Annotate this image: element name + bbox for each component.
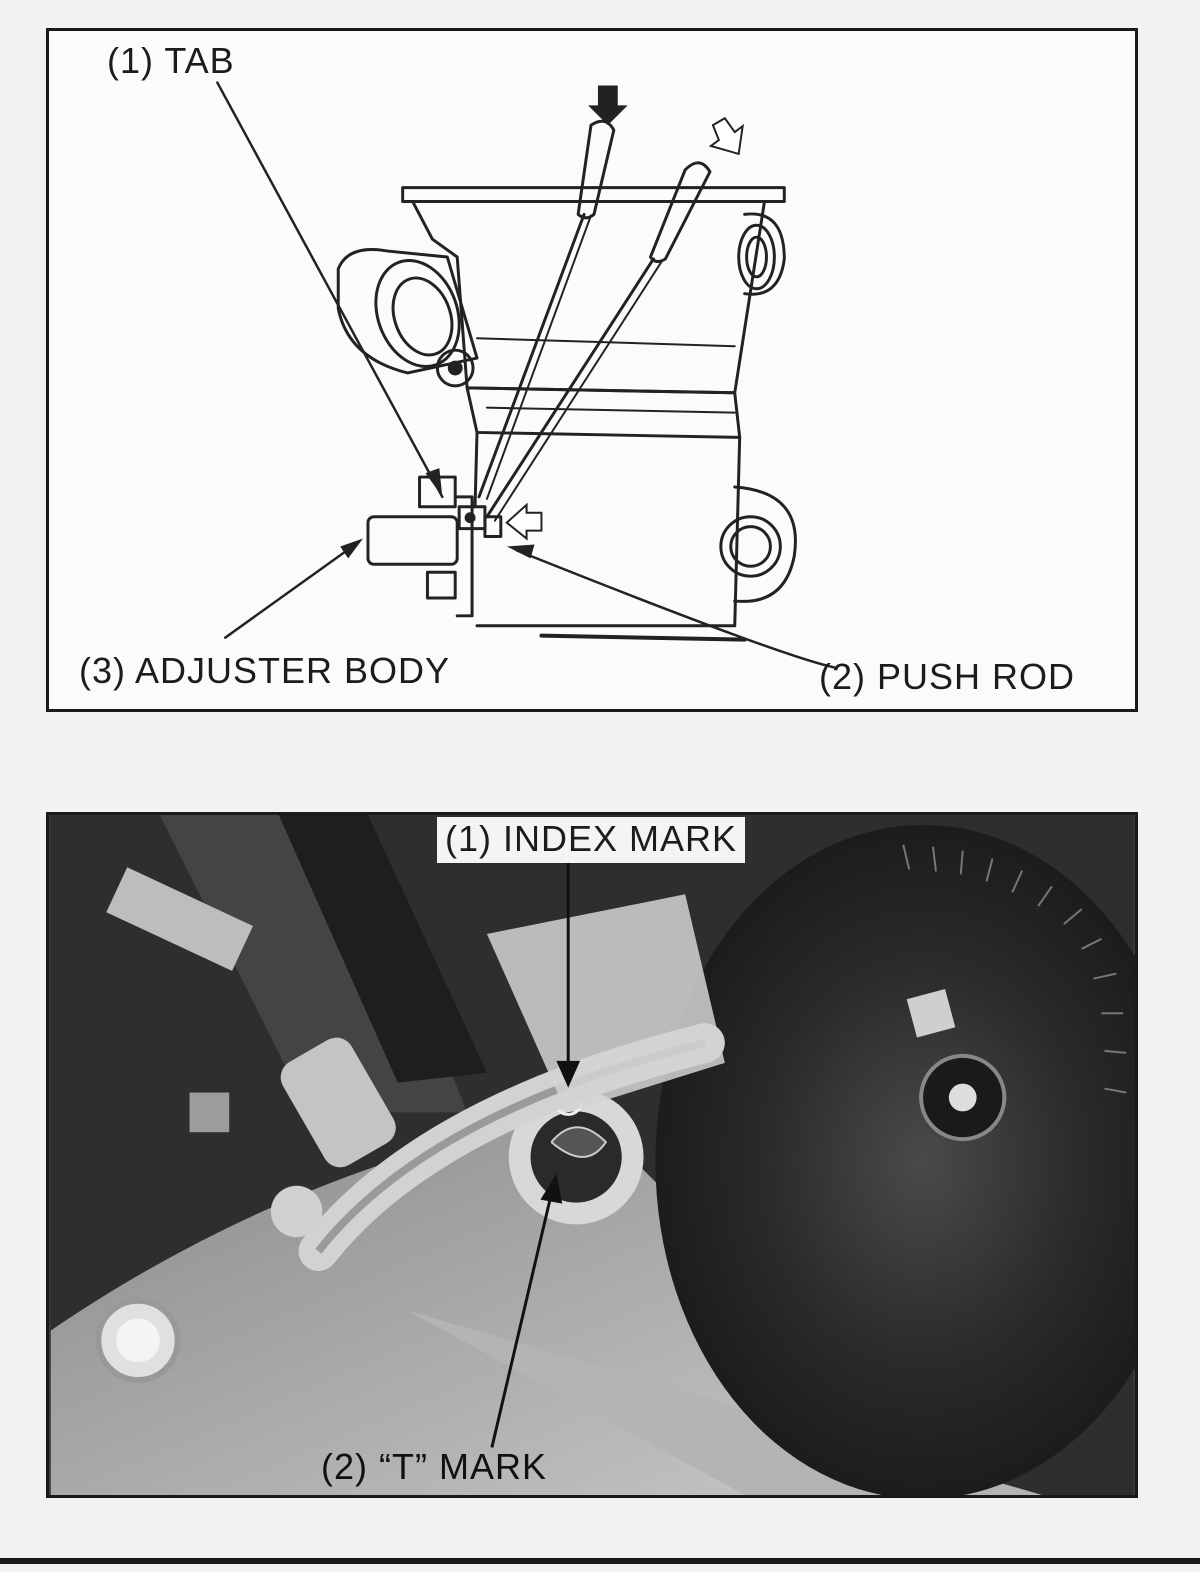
leader-push-rod xyxy=(515,549,836,669)
leader-tab xyxy=(216,81,444,499)
cylinder-top-flange xyxy=(401,186,786,203)
flywheel-rotor xyxy=(655,825,1135,1495)
tensioner-drawing xyxy=(216,81,836,669)
cylinder-body xyxy=(411,200,766,395)
label-t-mark: (2) “T” MARK xyxy=(321,1446,547,1487)
illustration-cam-chain-tensioner: (1) TAB (2) PUSH ROD (3) ADJUSTER BODY xyxy=(46,28,1138,712)
pressure-arrow-icon xyxy=(588,85,628,126)
screwdriver-icon xyxy=(477,119,616,500)
left-port xyxy=(336,248,479,375)
leader-adjuster xyxy=(224,541,360,639)
leader-t-mark xyxy=(490,1193,553,1448)
label-push-rod: (2) PUSH ROD xyxy=(819,656,1076,697)
screwdriver-icon xyxy=(485,161,712,522)
label-tab: (1) TAB xyxy=(107,40,235,81)
label-adjuster-body: (3) ADJUSTER BODY xyxy=(79,650,451,691)
photo-timing-mark: (1) INDEX MARK (2) “T” MARK xyxy=(46,812,1138,1498)
timing-photo xyxy=(50,815,1135,1495)
page-bottom-rule xyxy=(0,1558,1200,1564)
push-rod-part xyxy=(457,505,503,539)
push-arrow-icon xyxy=(505,502,543,541)
release-arrow-icon xyxy=(708,116,744,156)
adjuster-body-part xyxy=(366,475,474,618)
label-index-mark: (1) INDEX MARK xyxy=(437,817,746,863)
